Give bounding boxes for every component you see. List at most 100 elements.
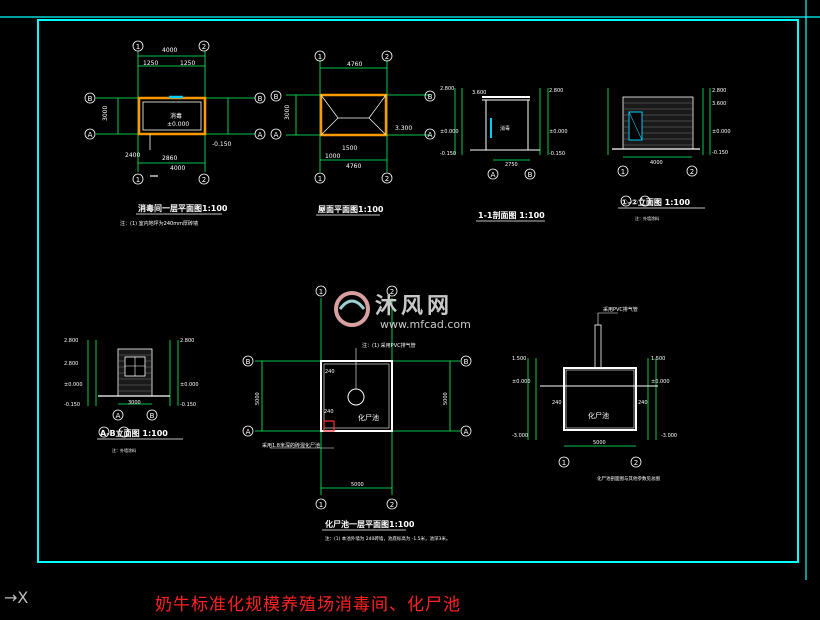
svg-text:1.500: 1.500 bbox=[651, 356, 665, 362]
watermark-url: www.mfcad.com bbox=[380, 318, 471, 331]
svg-text:1: 1 bbox=[318, 175, 322, 183]
svg-text:2: 2 bbox=[690, 168, 694, 176]
svg-text:-0.150: -0.150 bbox=[712, 150, 728, 156]
svg-text:A: A bbox=[116, 412, 121, 420]
plan-room-label: 消毒 bbox=[170, 112, 182, 120]
svg-text:5000: 5000 bbox=[593, 440, 606, 446]
svg-text:消毒: 消毒 bbox=[500, 125, 510, 132]
svg-text:5000: 5000 bbox=[351, 482, 364, 488]
svg-text:1: 1 bbox=[319, 288, 323, 296]
svg-text:B: B bbox=[150, 412, 155, 420]
pit-plan-title: 化尸池一层平面图1:100 bbox=[325, 519, 415, 529]
svg-text:3.600: 3.600 bbox=[472, 90, 486, 96]
svg-text:240: 240 bbox=[325, 369, 335, 375]
watermark-logo: 沐风网 www.mfcad.com bbox=[334, 291, 471, 331]
svg-text:1.500: 1.500 bbox=[512, 356, 526, 362]
svg-text:2860: 2860 bbox=[162, 155, 177, 162]
svg-text:2.800: 2.800 bbox=[440, 86, 454, 92]
elevationab-title: A-B立面图 1:100 bbox=[100, 428, 168, 438]
svg-text:2400: 2400 bbox=[125, 152, 140, 159]
svg-text:3000: 3000 bbox=[284, 105, 291, 120]
svg-text:2: 2 bbox=[385, 175, 389, 183]
svg-text:B: B bbox=[528, 171, 533, 179]
elevation-1-2: 2.800 3.600 ±0.000 -0.150 4000 1 2 ①-②立面图 1… bbox=[607, 88, 731, 221]
svg-text:4000: 4000 bbox=[650, 160, 663, 166]
svg-text:B: B bbox=[428, 93, 433, 101]
svg-text:B: B bbox=[258, 95, 263, 103]
svg-text:2: 2 bbox=[634, 459, 638, 467]
elevation12-note: 注：外墙涂料 bbox=[635, 215, 659, 221]
axis-x-label: X bbox=[17, 588, 29, 607]
svg-text:-0.150: -0.150 bbox=[64, 402, 80, 408]
svg-text:1: 1 bbox=[136, 43, 140, 51]
svg-text:2.800: 2.800 bbox=[180, 338, 194, 344]
svg-text:1: 1 bbox=[319, 501, 323, 509]
svg-text:240: 240 bbox=[552, 400, 562, 406]
svg-text:3000: 3000 bbox=[102, 106, 109, 121]
roof-title: 屋面平面图1:100 bbox=[318, 204, 384, 214]
svg-text:4760: 4760 bbox=[346, 163, 361, 170]
svg-text:3.300: 3.300 bbox=[395, 125, 412, 132]
pit-plan-note: 注：(1) 本池外墙为 240砖墙，池底标高为 -1.5米，池深3米。 bbox=[325, 535, 450, 542]
elevationab-note: 注：外墙涂料 bbox=[112, 447, 136, 453]
svg-text:1000: 1000 bbox=[325, 153, 340, 160]
svg-text:A: A bbox=[464, 428, 469, 436]
svg-text:-0.150: -0.150 bbox=[549, 151, 565, 157]
svg-text:5000: 5000 bbox=[255, 392, 261, 405]
svg-text:B: B bbox=[246, 358, 251, 366]
inner-frame bbox=[37, 19, 799, 563]
pit-inner-note-2: 采用1.8米深的砖混化尸池 bbox=[262, 442, 320, 449]
svg-text:2: 2 bbox=[390, 501, 394, 509]
svg-text:B: B bbox=[464, 358, 469, 366]
svg-text:2: 2 bbox=[390, 288, 394, 296]
elevation12-title: ①-②立面图 1:100 bbox=[621, 197, 691, 207]
svg-text:±0.000: ±0.000 bbox=[440, 129, 459, 135]
svg-text:1: 1 bbox=[318, 53, 322, 61]
pit-section-title: 化尸池剖面图与其他参数见总图 bbox=[597, 475, 660, 482]
plan-note: 注：(1) 室内地坪为240mm厚砖墙 bbox=[120, 220, 198, 227]
ucs-axis-icon: →X bbox=[4, 588, 28, 607]
svg-text:240: 240 bbox=[638, 400, 648, 406]
svg-text:-0.150: -0.150 bbox=[180, 402, 196, 408]
svg-text:-3.000: -3.000 bbox=[512, 433, 528, 439]
svg-text:4000: 4000 bbox=[162, 47, 177, 54]
axis-arrow-icon: → bbox=[4, 588, 18, 607]
svg-text:2.800: 2.800 bbox=[712, 88, 726, 94]
svg-text:2.800: 2.800 bbox=[64, 361, 78, 367]
svg-text:±0.000: ±0.000 bbox=[549, 129, 568, 135]
svg-text:-0.150: -0.150 bbox=[212, 141, 232, 148]
svg-text:2.800: 2.800 bbox=[549, 88, 563, 94]
watermark-brand: 沐风网 bbox=[375, 294, 453, 319]
svg-text:2: 2 bbox=[202, 43, 206, 51]
svg-text:A: A bbox=[258, 131, 263, 139]
svg-text:A: A bbox=[88, 131, 93, 139]
svg-text:B: B bbox=[88, 95, 93, 103]
svg-text:1: 1 bbox=[621, 168, 625, 176]
svg-text:±0.000: ±0.000 bbox=[180, 382, 199, 388]
svg-text:-3.000: -3.000 bbox=[661, 433, 677, 439]
svg-text:5000: 5000 bbox=[443, 392, 449, 405]
drawing-caption: 奶牛标准化规模养殖场消毒间、化尸池 bbox=[155, 595, 461, 615]
svg-text:A: A bbox=[491, 171, 496, 179]
svg-text:B: B bbox=[274, 93, 279, 101]
svg-text:1500: 1500 bbox=[342, 145, 357, 152]
svg-text:2750: 2750 bbox=[505, 162, 518, 168]
svg-text:A: A bbox=[428, 131, 433, 139]
plan-title: 消毒间一层平面图1:100 bbox=[138, 203, 228, 213]
svg-text:3.600: 3.600 bbox=[712, 101, 726, 107]
svg-text:±0.000: ±0.000 bbox=[712, 129, 731, 135]
section-title: 1-1剖面图 1:100 bbox=[478, 210, 545, 220]
svg-text:A: A bbox=[274, 131, 279, 139]
svg-text:1250: 1250 bbox=[180, 60, 195, 67]
section-top-note: 采用PVC排气管 bbox=[603, 306, 638, 313]
watermark-emblem-icon bbox=[334, 291, 370, 327]
svg-text:±0.000: ±0.000 bbox=[651, 379, 670, 385]
svg-text:-0.150: -0.150 bbox=[440, 151, 456, 157]
svg-text:1: 1 bbox=[562, 459, 566, 467]
